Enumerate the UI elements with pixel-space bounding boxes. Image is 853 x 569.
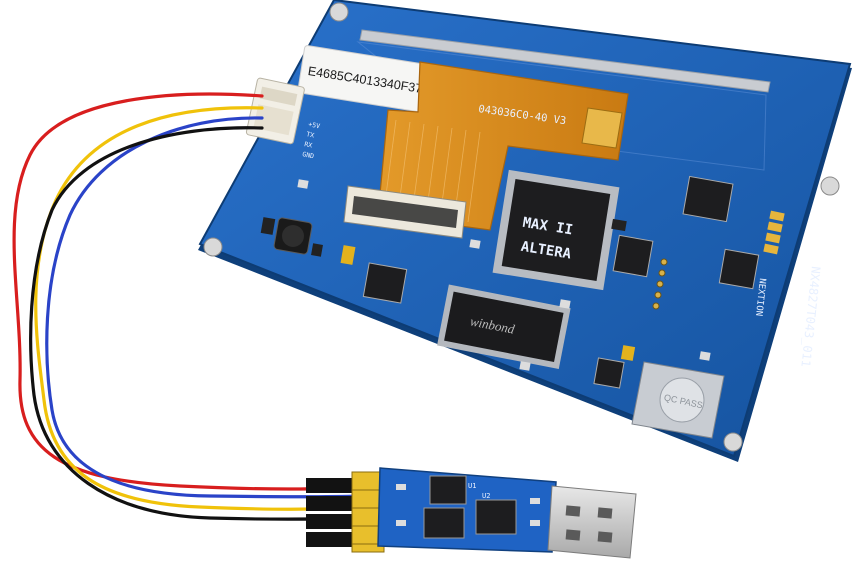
connector-pin-labels: +5V TX RX GND — [302, 120, 321, 160]
wire-blue — [45, 116, 364, 499]
wire-black — [29, 126, 364, 521]
usb-chip — [423, 507, 465, 539]
board-model-text: NX4827T043_011 — [798, 266, 822, 368]
ic-chip — [612, 234, 654, 278]
mounting-hole — [820, 176, 840, 196]
display-board: E4685C4013340F37 043036C0-40 V3 — [198, 0, 852, 462]
fpga-brand-text: ALTERA — [520, 239, 573, 263]
pin-label-gnd: GND — [302, 150, 315, 160]
header-holes — [652, 258, 668, 310]
fpga-chip: MAX II ALTERA — [492, 169, 620, 291]
wire-harness — [12, 92, 364, 521]
sd-card-slot: QC PASS — [631, 361, 725, 439]
usb-chip-label-1: U1 — [468, 482, 476, 490]
flash-chip: winbond — [437, 284, 571, 370]
brand-text: NEXTION — [753, 278, 767, 317]
dupont-housing — [306, 496, 356, 511]
ic-chip — [718, 248, 760, 290]
test-pads — [763, 210, 785, 255]
passive-components — [260, 179, 711, 371]
usb-a-plug — [547, 485, 637, 559]
pin-label-5v: +5V — [308, 120, 321, 130]
adapter-pcb — [377, 467, 557, 553]
backlight-strip — [359, 29, 771, 93]
fpga-family-text: MAX II — [521, 215, 573, 239]
mounting-hole — [329, 2, 349, 22]
usb-chip — [475, 499, 517, 535]
wire-yellow — [34, 106, 364, 511]
pin-label-tx: TX — [306, 130, 315, 139]
flex-contacts — [581, 107, 623, 149]
ic-chip — [362, 262, 408, 304]
usb-chip-label-2: U2 — [482, 492, 490, 500]
mounting-hole — [723, 432, 743, 452]
wire-red — [12, 92, 364, 491]
ic-chip — [682, 175, 734, 223]
flex-cable: 043036C0-40 V3 — [377, 61, 629, 231]
mounting-hole — [203, 237, 223, 257]
dupont-housing — [306, 514, 356, 529]
pin-label-rx: RX — [304, 140, 313, 149]
usb-chip — [429, 475, 467, 505]
ic-chip — [593, 357, 625, 389]
dupont-housing — [306, 478, 356, 493]
serial-sticker: E4685C4013340F37 — [297, 45, 444, 115]
usb-ttl-adapter: U1 U2 — [306, 467, 637, 559]
dupont-housing — [306, 532, 356, 547]
